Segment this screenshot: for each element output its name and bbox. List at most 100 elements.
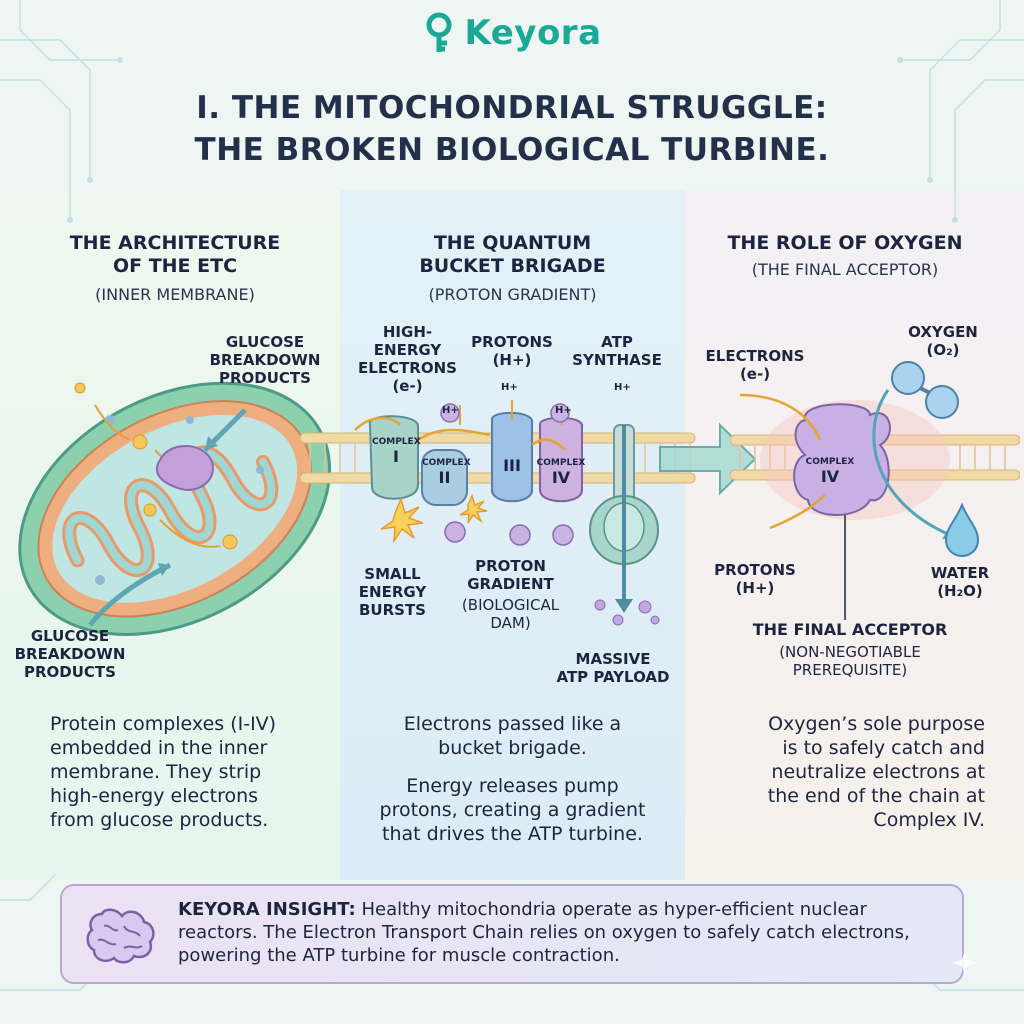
col3-electrons-label: ELECTRONS (e-) [695, 347, 815, 383]
label-line: (H+) [735, 579, 775, 597]
desc-line: membrane. They strip [50, 761, 262, 783]
desc-line: from glucose products. [50, 809, 269, 831]
page-title-line1: I. THE MITOCHONDRIAL STRUGGLE: [196, 90, 828, 126]
col3-description: Oxygen’s sole purpose is to safely catch… [700, 712, 985, 832]
complex-4-oxygen-label: COMPLEX IV [800, 457, 860, 486]
desc-line: Complex IV. [873, 809, 985, 831]
proton-ion-label: H+ [614, 382, 631, 393]
complex-word: COMPLEX [536, 458, 586, 468]
complex-numeral: I [393, 447, 399, 466]
final-acceptor-label: THE FINAL ACCEPTOR [752, 620, 948, 639]
complex-numeral: IV [820, 467, 840, 486]
complex-numeral: II [438, 468, 451, 487]
label-line: ATP PAYLOAD [556, 668, 670, 686]
atp-synthase-label: ATP SYNTHASE [562, 333, 672, 369]
sparkle-icon [952, 950, 978, 976]
small-energy-bursts-label: SMALL ENERGY BURSTS [345, 565, 440, 619]
desc-line: protons, creating a gradient [379, 799, 646, 821]
desc-line: Electrons passed like a [403, 713, 622, 735]
col2-description-1: Electrons passed like a bucket brigade. [355, 712, 670, 760]
label-line: PROTON [475, 557, 546, 575]
final-acceptor-note: (NON-NEGOTIABLE PREREQUISITE) [730, 643, 970, 679]
label-line: PROTONS [714, 561, 796, 579]
label-line: PRODUCTS [219, 369, 311, 387]
col1-subheading: (INNER MEMBRANE) [95, 285, 255, 304]
high-energy-electrons-label: HIGH- ENERGY ELECTRONS (e-) [350, 323, 465, 395]
label-line: BREAKDOWN [209, 351, 321, 369]
label-line: GLUCOSE [30, 627, 110, 645]
label-line: GLUCOSE [225, 333, 305, 351]
label-line: (BIOLOGICAL [461, 596, 560, 614]
proton-ion-label: H+ [555, 405, 572, 416]
label-line: MASSIVE [575, 650, 651, 668]
label-line: (H₂O) [937, 582, 983, 600]
label-line: ENERGY [373, 341, 442, 359]
col2-heading-line2: BUCKET BRIGADE [419, 255, 606, 277]
protons-label: PROTONS (H+) [462, 333, 562, 369]
desc-line: the end of the chain at [767, 785, 985, 807]
label-line: HIGH- [382, 323, 433, 341]
desc-line: Energy releases pump [406, 775, 619, 797]
col1-description: Protein complexes (I-IV) embedded in the… [50, 712, 330, 832]
complex-word: COMPLEX [372, 437, 421, 447]
col2-heading-line1: THE QUANTUM [433, 232, 592, 254]
desc-line: neutralize electrons at [771, 761, 985, 783]
label-line: ENERGY [358, 583, 427, 601]
complex-2-label: COMPLEX II [422, 458, 471, 487]
page-title-line2: THE BROKEN BIOLOGICAL TURBINE. [194, 132, 830, 168]
label-line: SMALL [364, 565, 421, 583]
oxygen-label: OXYGEN (O₂) [888, 323, 998, 359]
complex-3-label: III [503, 456, 521, 475]
brand-logo: Keyora [0, 12, 1024, 59]
water-label: WATER (H₂O) [915, 564, 1005, 600]
label-line: SYNTHASE [572, 351, 662, 369]
insight-body: Healthy mitochondria operate as hyper-ef… [178, 899, 910, 966]
proton-ion-label: H+ [442, 405, 459, 416]
label-line: PROTONS [471, 333, 553, 351]
desc-line: is to safely catch and [782, 737, 985, 759]
col1-heading-line2: OF THE ETC [112, 255, 238, 277]
label-line: (H+) [492, 351, 532, 369]
label-line: PRODUCTS [24, 663, 116, 681]
col2-description-2: Energy releases pump protons, creating a… [355, 774, 670, 846]
desc-line: embedded in the inner [50, 737, 268, 759]
label-line: (e-) [392, 377, 423, 395]
label-line: ELECTRONS [358, 359, 457, 377]
label-line: (O₂) [926, 341, 960, 359]
col2-subheading: (PROTON GRADIENT) [428, 285, 597, 304]
label-line: (e-) [739, 365, 771, 383]
insight-lead: KEYORA INSIGHT: [178, 899, 356, 920]
col1-heading: THE ARCHITECTURE OF THE ETC [30, 232, 320, 278]
complex-1-label: COMPLEX I [372, 437, 421, 466]
label-line: DAM) [490, 614, 531, 632]
label-line: (NON-NEGOTIABLE [779, 643, 921, 661]
complex-word: COMPLEX [805, 457, 855, 467]
label-line: BREAKDOWN [14, 645, 126, 663]
brain-icon [86, 908, 155, 964]
oxygen-acceptor-diagram [730, 361, 1020, 620]
atp-payload-label: MASSIVE ATP PAYLOAD [548, 650, 678, 686]
desc-line: Oxygen’s sole purpose [768, 713, 985, 735]
label-line: OXYGEN [908, 323, 978, 341]
label-line: WATER [930, 564, 990, 582]
desc-line: Protein complexes (I-IV) [50, 713, 277, 735]
label-line: ATP [601, 333, 633, 351]
label-line: BURSTS [358, 601, 426, 619]
complex-4-label: COMPLEX IV [535, 458, 587, 487]
brand-name: Keyora [464, 13, 602, 53]
col1-top-label: GLUCOSE BREAKDOWN PRODUCTS [205, 333, 325, 387]
col2-heading: THE QUANTUM BUCKET BRIGADE [350, 232, 675, 278]
mitochondrion-illustration [18, 381, 332, 636]
biological-dam-label: (BIOLOGICAL DAM) [448, 596, 573, 632]
proton-gradient-label: PROTON GRADIENT [448, 557, 573, 593]
col3-subheading: (THE FINAL ACCEPTOR) [751, 260, 939, 279]
desc-line: high-energy electrons [50, 785, 259, 807]
complex-word: COMPLEX [422, 458, 471, 468]
col1-bottom-label: GLUCOSE BREAKDOWN PRODUCTS [10, 627, 130, 681]
col3-protons-label: PROTONS (H+) [700, 561, 810, 597]
label-line: GRADIENT [467, 575, 554, 593]
col1-heading-line1: THE ARCHITECTURE [69, 232, 281, 254]
proton-ion-label: H+ [501, 382, 518, 393]
desc-line: bucket brigade. [438, 737, 587, 759]
